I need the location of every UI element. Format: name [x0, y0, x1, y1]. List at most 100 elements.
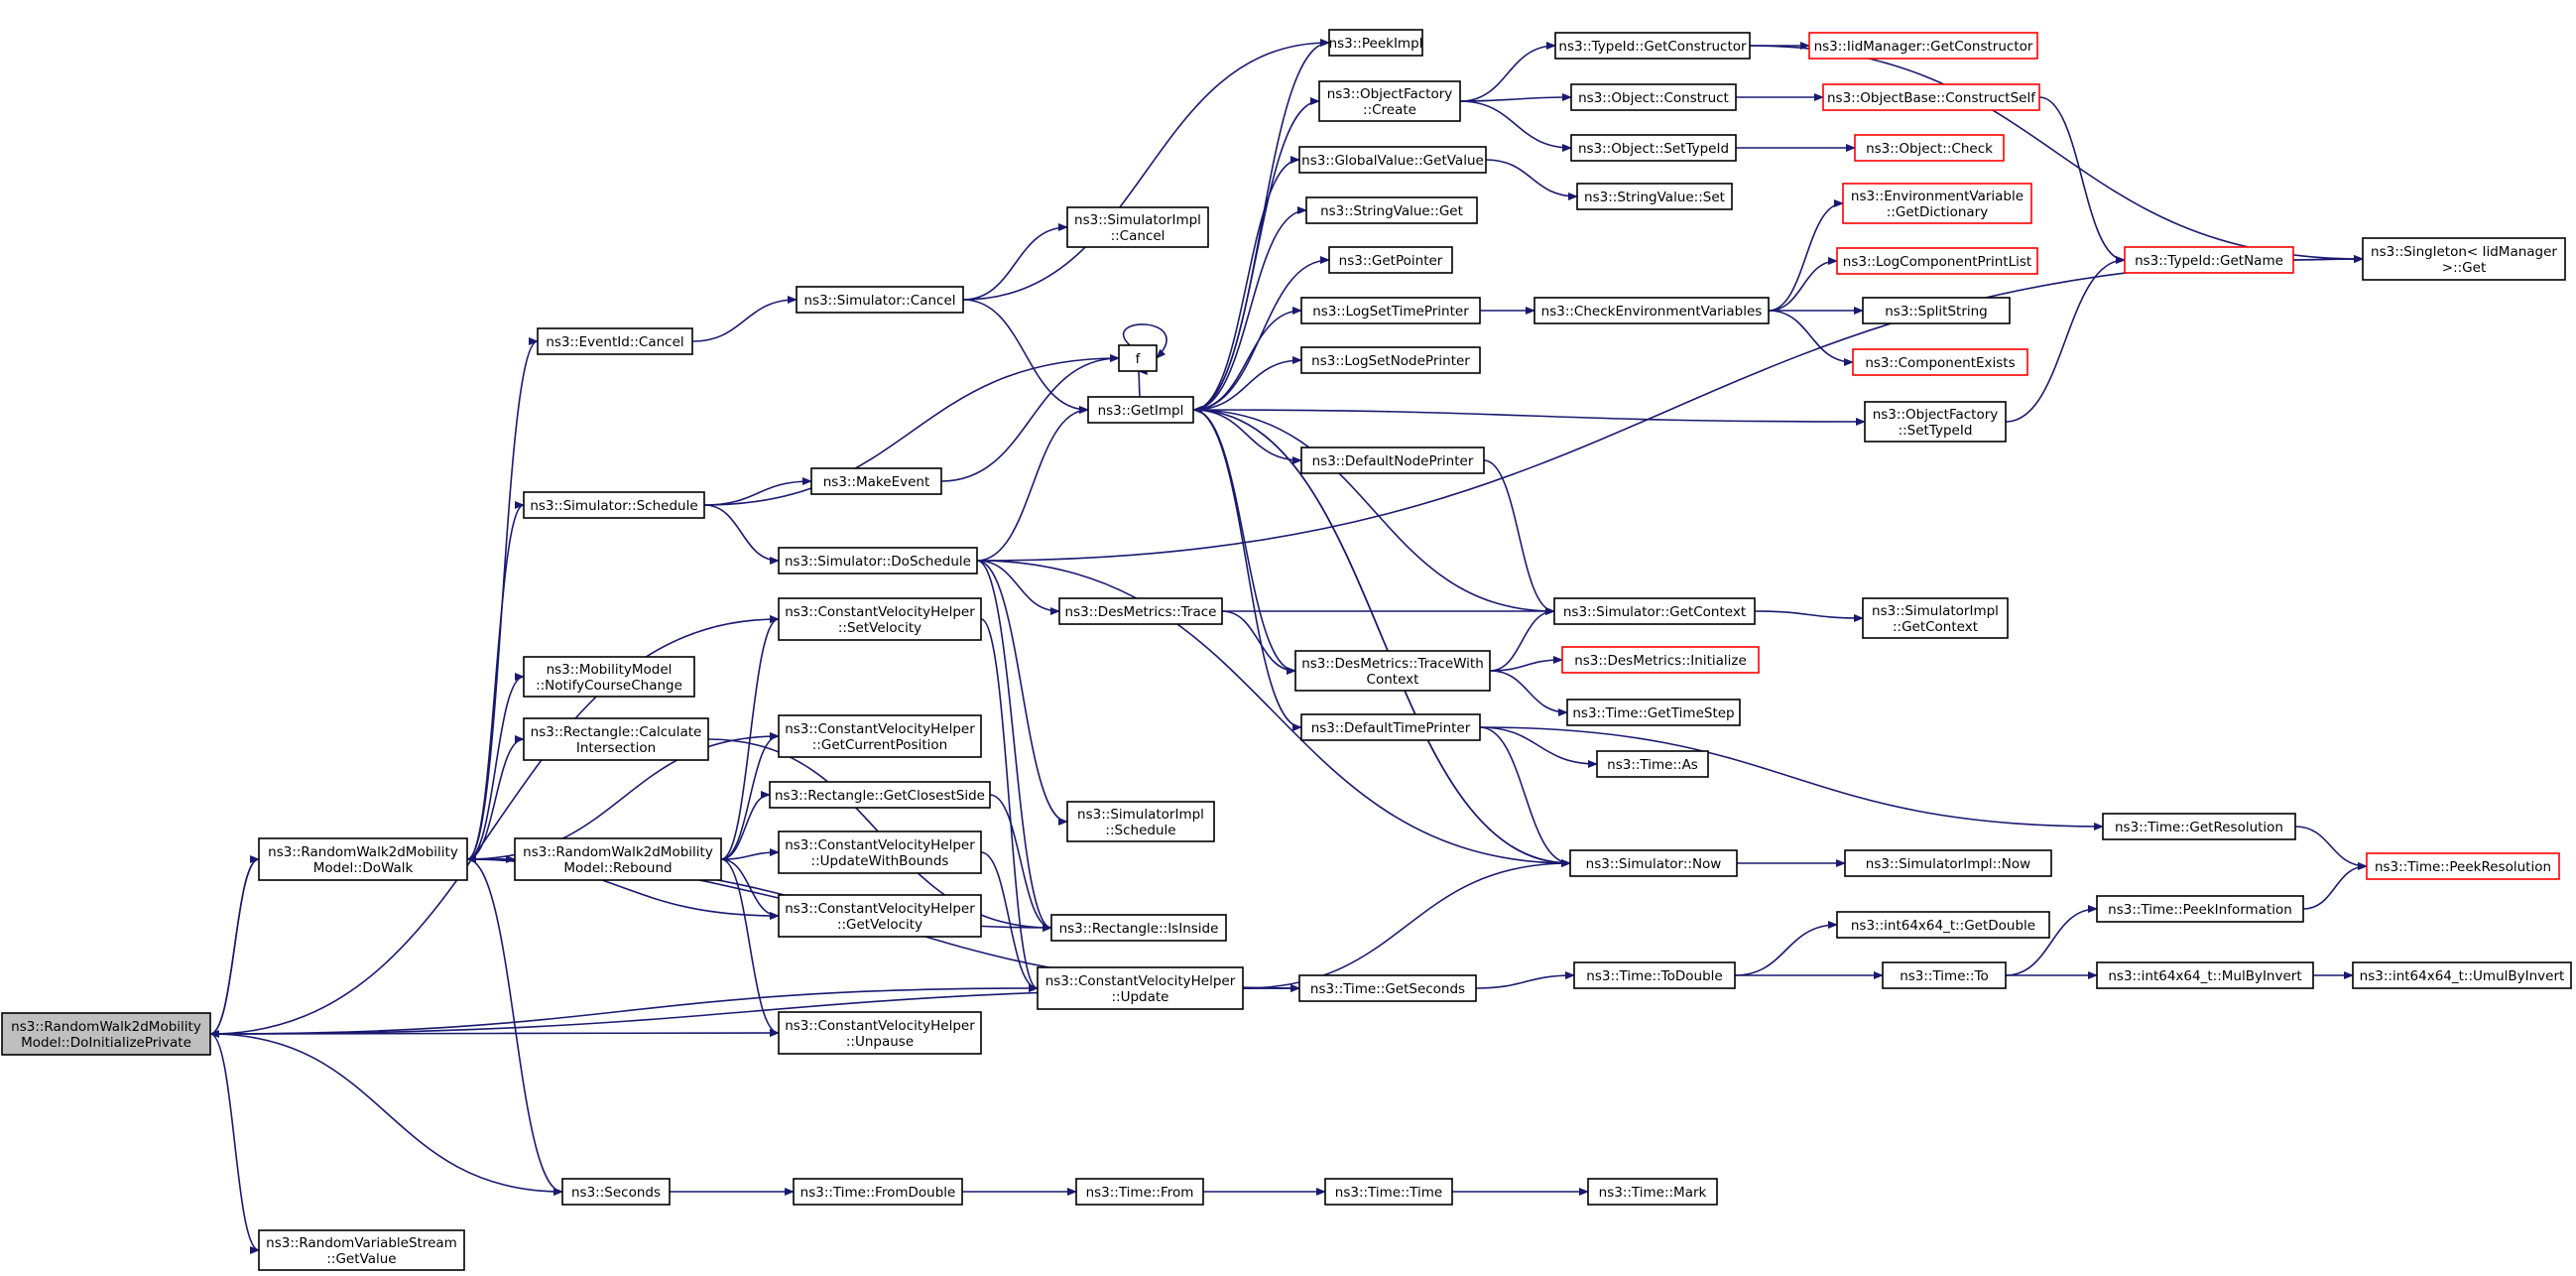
node-box[interactable]: [1553, 597, 1756, 625]
node-f[interactable]: f: [1118, 344, 1158, 372]
node-time-time[interactable]: ns3::Time::Time: [1324, 1178, 1453, 1206]
node-cvh-getcurpos[interactable]: ns3::ConstantVelocityHelper::GetCurrentP…: [778, 714, 982, 758]
node-box[interactable]: [1300, 713, 1481, 741]
node-box[interactable]: [1328, 29, 1423, 57]
node-makeevent[interactable]: ns3::MakeEvent: [810, 467, 942, 495]
node-box[interactable]: [778, 1011, 982, 1055]
node-box[interactable]: [1844, 849, 2052, 877]
node-box[interactable]: [2102, 813, 2296, 840]
node-rect-isinside[interactable]: ns3::Rectangle::IsInside: [1050, 914, 1227, 942]
node-box[interactable]: [1050, 914, 1227, 942]
node-box[interactable]: [258, 837, 468, 881]
node-simimpl-cancel[interactable]: ns3::SimulatorImpl::Cancel: [1066, 206, 1209, 248]
node-time-getresolution[interactable]: ns3::Time::GetResolution: [2102, 813, 2296, 840]
node-box[interactable]: [2352, 961, 2572, 989]
node-box[interactable]: [1573, 961, 1736, 989]
node-box[interactable]: [1066, 801, 1215, 842]
node-box[interactable]: [523, 717, 709, 761]
node-box[interactable]: [1300, 447, 1485, 474]
node-box[interactable]: [1305, 196, 1478, 224]
node-box[interactable]: [1596, 750, 1709, 778]
node-mm-notify[interactable]: ns3::MobilityModel::NotifyCourseChange: [523, 656, 695, 698]
node-box[interactable]: [1066, 206, 1209, 248]
node-stringvalue-set[interactable]: ns3::StringValue::Set: [1576, 183, 1733, 210]
node-int64-getdouble[interactable]: ns3::int64x64_t::GetDouble: [1836, 911, 2050, 939]
node-eventid-cancel[interactable]: ns3::EventId::Cancel: [537, 327, 693, 355]
node-box[interactable]: [523, 491, 705, 519]
node-time-mark[interactable]: ns3::Time::Mark: [1587, 1178, 1718, 1206]
node-box[interactable]: [1533, 297, 1770, 324]
node-root[interactable]: ns3::RandomWalk2dMobilityModel::DoInitia…: [1, 1012, 211, 1056]
node-typeid-getname[interactable]: ns3::TypeId::GetName: [2124, 246, 2294, 274]
node-box[interactable]: [1087, 396, 1194, 424]
node-simimpl-schedule[interactable]: ns3::SimulatorImpl::Schedule: [1066, 801, 1215, 842]
node-box[interactable]: [1864, 401, 2007, 443]
node-logcomponentprintlist[interactable]: ns3::LogComponentPrintList: [1836, 247, 2038, 275]
node-sim-getcontext[interactable]: ns3::Simulator::GetContext: [1553, 597, 1756, 625]
node-box[interactable]: [561, 1178, 671, 1206]
node-sim-doschedule[interactable]: ns3::Simulator::DoSchedule: [778, 547, 978, 574]
node-peekimpl[interactable]: ns3::PeekImpl: [1328, 29, 1423, 57]
node-box[interactable]: [1587, 1178, 1718, 1206]
node-box[interactable]: [1324, 1178, 1453, 1206]
node-box[interactable]: [1836, 911, 2050, 939]
node-box[interactable]: [1862, 597, 2009, 639]
node-box[interactable]: [778, 714, 982, 758]
node-time-peekresolution[interactable]: ns3::Time::PeekResolution: [2366, 852, 2560, 880]
node-box[interactable]: [1570, 134, 1737, 162]
node-time-to[interactable]: ns3::Time::To: [1882, 961, 2007, 989]
node-box[interactable]: [1854, 134, 2005, 162]
node-objectbase-constructself[interactable]: ns3::ObjectBase::ConstructSelf: [1822, 83, 2040, 111]
node-box[interactable]: [1298, 146, 1487, 174]
node-getpointer[interactable]: ns3::GetPointer: [1328, 246, 1453, 274]
node-simimpl-getcontext[interactable]: ns3::SimulatorImpl::GetContext: [1862, 597, 2009, 639]
node-box[interactable]: [258, 1229, 465, 1271]
node-cvh-update[interactable]: ns3::ConstantVelocityHelper::Update: [1037, 966, 1244, 1010]
node-box[interactable]: [778, 597, 982, 641]
node-cvh-updatebounds[interactable]: ns3::ConstantVelocityHelper::UpdateWithB…: [778, 830, 982, 874]
node-componentexists[interactable]: ns3::ComponentExists: [1852, 348, 2028, 376]
node-checkenv[interactable]: ns3::CheckEnvironmentVariables: [1533, 297, 1770, 324]
node-box[interactable]: [1118, 344, 1158, 372]
node-box[interactable]: [796, 286, 964, 314]
node-box[interactable]: [1328, 246, 1453, 274]
node-box[interactable]: [769, 781, 991, 809]
node-box[interactable]: [1318, 80, 1461, 122]
node-splitstring[interactable]: ns3::SplitString: [1862, 297, 2011, 324]
node-defaultnodeprinter[interactable]: ns3::DefaultNodePrinter: [1300, 447, 1485, 474]
node-box[interactable]: [523, 656, 695, 698]
node-time-getseconds[interactable]: ns3::Time::GetSeconds: [1298, 974, 1477, 1002]
node-logsettimeprinter[interactable]: ns3::LogSetTimePrinter: [1300, 297, 1481, 324]
node-globalvalue-getvalue[interactable]: ns3::GlobalValue::GetValue: [1298, 146, 1487, 174]
node-box[interactable]: [1822, 83, 2040, 111]
node-box[interactable]: [1075, 1178, 1204, 1206]
node-box[interactable]: [1300, 297, 1481, 324]
node-seconds[interactable]: ns3::Seconds: [561, 1178, 671, 1206]
node-rect-closest[interactable]: ns3::Rectangle::GetClosestSide: [769, 781, 991, 809]
node-time-peekinformation[interactable]: ns3::Time::PeekInformation: [2096, 895, 2304, 923]
node-typeid-getconstructor[interactable]: ns3::TypeId::GetConstructor: [1554, 32, 1751, 60]
node-sim-cancel[interactable]: ns3::Simulator::Cancel: [796, 286, 964, 314]
node-getimpl[interactable]: ns3::GetImpl: [1087, 396, 1194, 424]
node-box[interactable]: [1294, 650, 1491, 692]
node-box[interactable]: [778, 894, 982, 938]
node-object-check[interactable]: ns3::Object::Check: [1854, 134, 2005, 162]
node-rvs-getvalue[interactable]: ns3::RandomVariableStream::GetValue: [258, 1229, 465, 1271]
node-box[interactable]: [1058, 597, 1223, 625]
node-cvh-setvelocity[interactable]: ns3::ConstantVelocityHelper::SetVelocity: [778, 597, 982, 641]
node-time-todouble[interactable]: ns3::Time::ToDouble: [1573, 961, 1736, 989]
node-iidmanager-getconstructor[interactable]: ns3::IidManager::GetConstructor: [1808, 32, 2038, 60]
node-object-construct[interactable]: ns3::Object::Construct: [1570, 83, 1737, 111]
node-box[interactable]: [810, 467, 942, 495]
node-box[interactable]: [2124, 246, 2294, 274]
node-box[interactable]: [1570, 83, 1737, 111]
node-box[interactable]: [2096, 895, 2304, 923]
node-box[interactable]: [778, 830, 982, 874]
node-box[interactable]: [1300, 346, 1481, 374]
node-time-gettimestep[interactable]: ns3::Time::GetTimeStep: [1566, 699, 1741, 726]
node-time-from[interactable]: ns3::Time::From: [1075, 1178, 1204, 1206]
